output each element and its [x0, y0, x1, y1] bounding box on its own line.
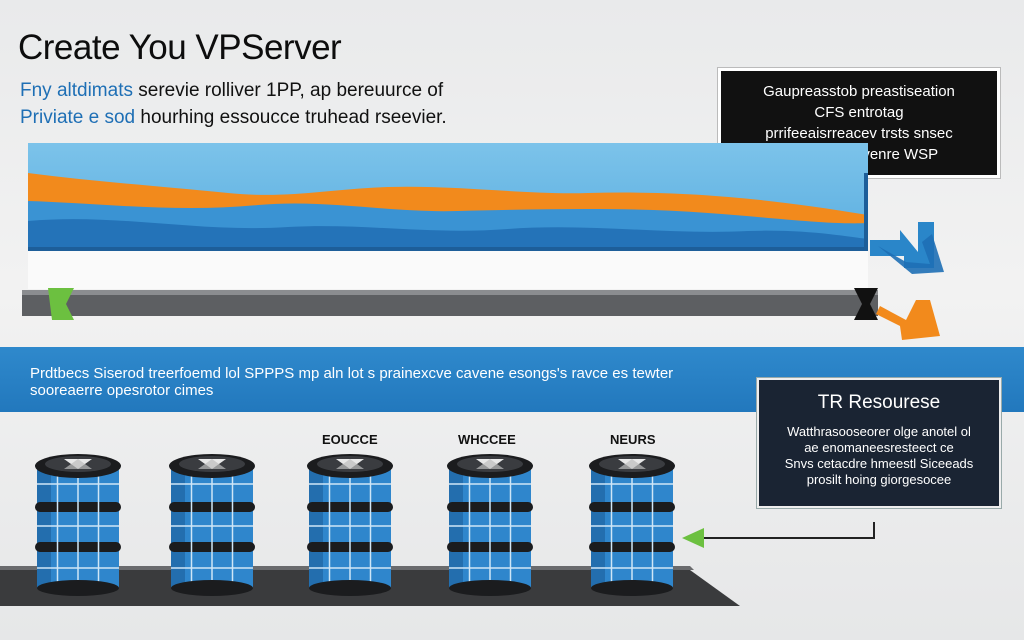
server-top-mark-icon	[64, 459, 92, 469]
server-stacks	[35, 454, 675, 596]
subtitle-line-1-text: serevie rolliver 1PP, ap bereuurce of	[132, 80, 444, 101]
subtitle-line-1: Fny altdimats serevie rolliver 1PP, ap b…	[20, 80, 443, 102]
server-shade	[449, 466, 463, 588]
server-cylinder	[589, 454, 675, 596]
orange-arrow-icon	[876, 300, 940, 340]
green-marker-icon	[48, 288, 74, 320]
resource-box-title: TR Resourese	[817, 392, 941, 413]
connector-line	[682, 522, 875, 548]
server-base	[309, 580, 391, 596]
resource-box: TR Resourese Watthrasooseorer olge anote…	[757, 378, 1001, 508]
server-base	[171, 580, 253, 596]
info-box-top-line: prrifeeaisrreacev trsts snsec	[765, 125, 953, 142]
server-shade	[37, 466, 51, 588]
subtitle-line-2-accent: Priviate e sod	[20, 107, 136, 128]
connector-arrow-icon	[682, 528, 704, 548]
base-bar	[22, 288, 878, 320]
server-base	[449, 580, 531, 596]
info-box-top-line: Gaupreasstob preastiseation	[763, 83, 955, 100]
server-top-mark-icon	[618, 459, 646, 469]
info-box-top-line: CFS entrotag	[814, 104, 904, 121]
server-cylinder	[447, 454, 533, 596]
server-cylinder	[35, 454, 121, 596]
server-top-mark-icon	[198, 459, 226, 469]
black-marker-icon	[854, 288, 878, 320]
subtitle-line-2: Priviate e sod hourhing essoucce truhead…	[20, 107, 447, 129]
dark-blue-wave	[28, 219, 868, 251]
resource-box-line: Snvs cetacdre hmeestl Siceeads	[784, 456, 974, 471]
subtitle-line-2-text: hourhing essoucce truhead rseevier.	[135, 107, 447, 128]
page-title: Create You VPServer	[18, 28, 342, 67]
server-shade	[309, 466, 323, 588]
server-base	[591, 580, 673, 596]
server-cylinder	[307, 454, 393, 596]
resource-box-line: Watthrasooseorer olge anotel ol	[787, 424, 971, 439]
server-base	[37, 580, 119, 596]
server-label: WHCCEE	[458, 432, 516, 447]
flow-arrows	[870, 222, 944, 340]
subtitle-line-1-accent: Fny altdimats	[20, 80, 133, 101]
band-text-line-1: Prdtbecs Siserod treerfoemd lol SPPPS mp…	[30, 365, 674, 382]
resource-wave-panel	[28, 143, 868, 251]
server-label: EOUCCE	[322, 432, 378, 447]
server-top-mark-icon	[476, 459, 504, 469]
panel-right-edge	[864, 173, 868, 251]
server-cylinder	[169, 454, 255, 596]
base-bar-highlight	[22, 290, 878, 295]
band-text-line-2: sooreaerre opesrotor cimes	[30, 382, 214, 399]
connector-path	[702, 522, 875, 539]
resource-box-line: ae enomaneesresteect ce	[804, 440, 954, 455]
server-top-mark-icon	[336, 459, 364, 469]
server-shade	[171, 466, 185, 588]
resource-box-line: prosilt hoing giorgesocee	[806, 472, 952, 487]
blue-arrow-icon	[870, 222, 934, 268]
panel-bottom-edge	[28, 247, 868, 251]
blue-arrow-shade-icon	[878, 234, 944, 274]
white-plate	[28, 251, 868, 289]
server-label: NEURS	[610, 432, 656, 447]
server-shade	[591, 466, 605, 588]
